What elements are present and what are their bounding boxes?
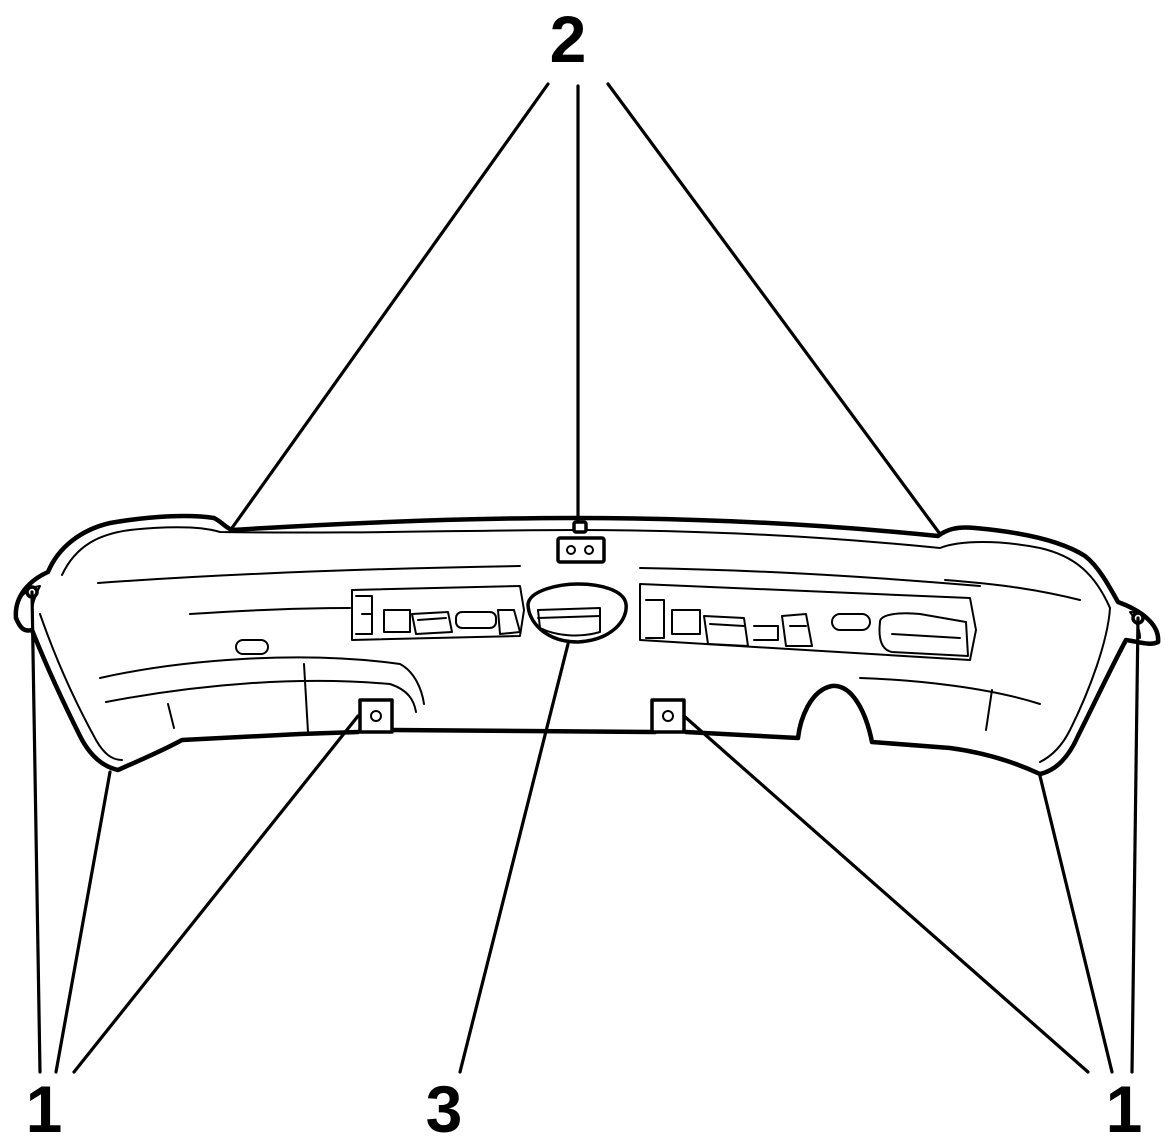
bumper-cover <box>13 513 1161 777</box>
leader-lines <box>30 82 1140 1074</box>
callout-label-1-left: 1 <box>26 1072 63 1142</box>
callout-label-1-right: 1 <box>1106 1072 1143 1142</box>
callout-label-2: 2 <box>550 2 587 76</box>
fasteners <box>25 520 1145 734</box>
callout-label-3: 3 <box>426 1072 463 1142</box>
plate-recess <box>351 582 977 661</box>
